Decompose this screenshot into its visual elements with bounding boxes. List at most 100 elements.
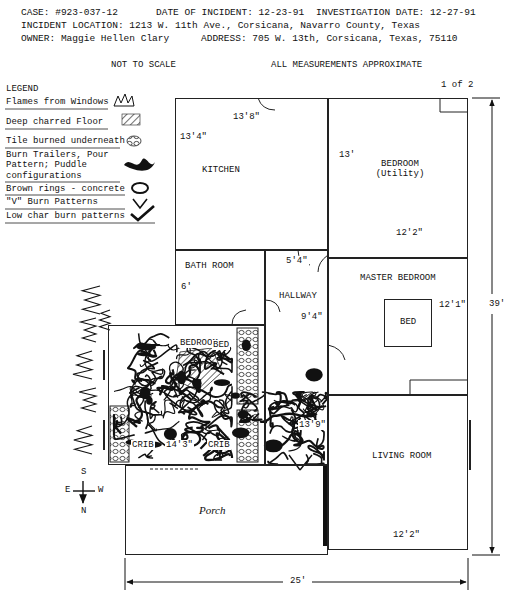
page-number: 1 of 2 <box>440 80 474 90</box>
room-label: KITCHEN <box>201 165 241 175</box>
burn-scribble <box>282 436 301 451</box>
compass-letter: E <box>64 485 71 495</box>
closet-wall <box>440 98 468 112</box>
burn-scribble <box>274 392 313 402</box>
legend-ring-symbol <box>132 183 148 193</box>
v-pattern <box>289 455 312 470</box>
burn-scribble <box>130 386 151 398</box>
crib-tile-strip <box>110 406 129 462</box>
furniture-label: CRIB <box>131 440 155 450</box>
burn-scribble <box>170 400 203 416</box>
burn-blob <box>214 379 230 386</box>
legend-entry: Burn Trailers, Pour Pattern; Puddle conf… <box>5 150 123 181</box>
burn-blob <box>231 392 240 398</box>
burn-blob <box>238 410 249 418</box>
burn-scribble <box>298 397 316 411</box>
door-arc <box>318 255 328 272</box>
dimension-line <box>312 582 466 583</box>
window <box>469 420 471 470</box>
burn-scribble <box>170 369 191 399</box>
dimension: 12'2" <box>392 530 421 540</box>
dimension-tick <box>468 558 469 590</box>
burn-scribble <box>189 401 222 426</box>
room-box: MASTER BEDROOMBED <box>328 258 468 395</box>
burn-blob <box>146 397 153 405</box>
dimension: 13'8" <box>232 112 261 122</box>
window <box>103 350 105 380</box>
flame-symbol <box>82 286 100 314</box>
burn-scribble <box>137 356 163 393</box>
door-arc <box>328 345 345 360</box>
flame-symbol <box>73 351 92 379</box>
note: ALL MEASUREMENTS APPROXIMATE <box>270 60 423 70</box>
room-label: BED <box>399 317 417 327</box>
room-label: BATH ROOM <box>184 261 235 271</box>
legend-entry: Tile burned underneath <box>5 136 126 146</box>
burn-scribble <box>218 353 232 362</box>
room-label: BEDROOM (Utility) <box>369 159 431 180</box>
burn-blob <box>232 428 249 439</box>
bed-box: BED <box>384 299 432 347</box>
burn-blob <box>264 439 283 452</box>
burn-scribble <box>214 400 226 416</box>
header-field: CASE: #923-037-12 <box>20 8 119 19</box>
legend-entry: Low char burn patterns <box>5 211 126 221</box>
legend-rule <box>5 195 125 196</box>
room-label: HALLWAY <box>278 291 318 301</box>
flame-symbol <box>79 388 96 412</box>
door-arc <box>258 98 275 110</box>
door-arc <box>232 310 246 325</box>
room-box: Porch <box>125 465 328 555</box>
dimension-line <box>127 582 283 583</box>
header-field: OWNER: Maggie Hellen Clary <box>20 34 170 45</box>
window <box>150 469 200 470</box>
drawing-part <box>125 98 500 590</box>
legend-entry: "V" Burn Patterns <box>5 197 99 207</box>
dimension-line <box>492 314 493 553</box>
legend-flame-symbol <box>114 94 134 106</box>
flame-symbol <box>74 426 92 454</box>
room-box: LIVING ROOM <box>328 395 468 550</box>
flame-symbol <box>81 318 96 342</box>
window <box>103 420 105 450</box>
furniture-label: CRIB <box>207 440 231 450</box>
dimension-tick <box>125 558 126 590</box>
legend-trailer-symbol <box>124 159 155 171</box>
legend-heading: LEGEND <box>5 84 39 94</box>
compass-line <box>73 490 95 491</box>
door-arc <box>265 300 280 312</box>
dimension: 13'9" <box>298 420 327 430</box>
header-field: INVESTIGATION DATE: 12-27-91 <box>315 8 477 19</box>
dimension: 13' <box>338 150 356 160</box>
compass-letter: W <box>97 485 104 495</box>
burn-patterns <box>73 286 328 464</box>
header-field: ADDRESS: 705 W. 13th, Corsicana, Texas, … <box>200 34 459 45</box>
drawing-part <box>104 98 470 470</box>
burn-scribble <box>212 394 232 417</box>
header-field: INCIDENT LOCATION: 1213 W. 11th Ave., Co… <box>20 21 421 32</box>
burn-scribble <box>189 358 199 368</box>
dimension: 9'4" <box>300 312 324 322</box>
header-field: DATE OF INCIDENT: 12-23-91 <box>155 8 305 19</box>
burn-scribble <box>269 402 298 412</box>
legend-entry: Deep charred Floor <box>5 117 104 127</box>
dimension: 12'1" <box>438 300 467 310</box>
note: NOT TO SCALE <box>110 60 177 70</box>
dimension-line <box>492 100 493 294</box>
legend-hatch-symbol <box>122 114 140 125</box>
dimension: 39' <box>488 299 506 309</box>
drawing-part <box>73 481 95 503</box>
legend-entry: Flames from Windows <box>5 97 110 107</box>
burn-blob <box>137 343 156 350</box>
legend-rule <box>5 209 125 210</box>
dimension: 5'4" <box>285 256 309 266</box>
burn-scribble <box>321 392 328 402</box>
room-box: HALLWAY <box>265 250 328 465</box>
burn-scribble <box>161 400 174 418</box>
dimension-tick <box>472 555 500 556</box>
compass-letter: S <box>80 467 87 477</box>
legend-rule <box>5 109 108 110</box>
legend-check-symbol <box>131 206 154 220</box>
compass-arrow <box>82 481 83 503</box>
